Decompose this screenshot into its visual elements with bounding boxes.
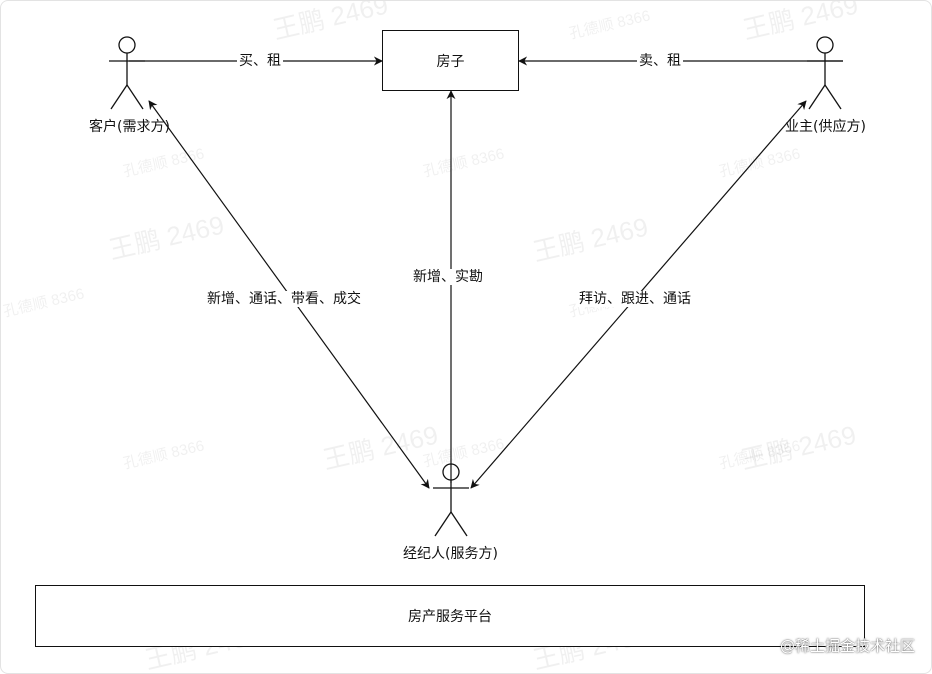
edge-label-agent-owner: 拜访、跟进、通话 [577, 291, 693, 307]
platform-label: 房产服务平台 [408, 609, 492, 625]
agent-label: 经纪人(服务方) [403, 546, 498, 562]
owner-actor-icon [807, 36, 843, 110]
house-node: 房子 [382, 30, 519, 91]
house-label: 房子 [436, 53, 465, 70]
customer-actor-icon [109, 36, 145, 110]
owner-label: 业主(供应方) [785, 119, 866, 135]
platform-node: 房产服务平台 [35, 585, 865, 647]
edge-label-agent-customer: 新增、通话、带看、成交 [205, 291, 363, 307]
source-credit: @稀土掘金技术社区 [779, 637, 915, 655]
edge-label-customer-house: 买、租 [237, 53, 283, 69]
edge-label-agent-house: 新增、实勘 [411, 269, 485, 285]
customer-label: 客户(需求方) [89, 119, 170, 135]
edge-label-owner-house: 卖、租 [637, 53, 683, 69]
